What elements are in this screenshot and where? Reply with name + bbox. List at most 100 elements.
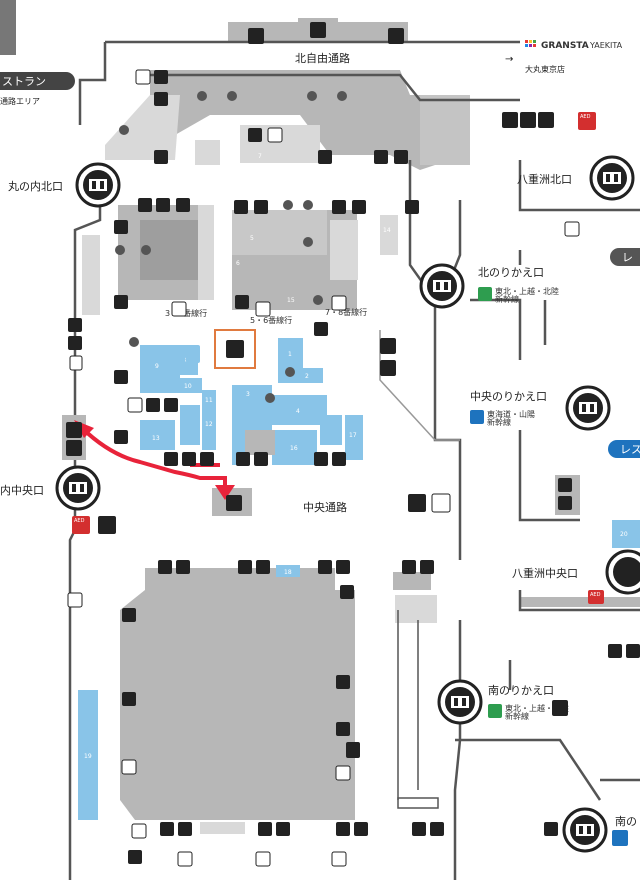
top-left-bar (0, 0, 16, 55)
minami-edge-label: 南の (615, 815, 637, 828)
toilet-marker-icon (119, 125, 129, 135)
restaurant-pill (0, 72, 75, 90)
stairs-icon (336, 822, 350, 836)
north-transfer-title: 北のりかえ口 (478, 266, 544, 279)
wall-north-inner (150, 73, 520, 102)
shop-no-12: 12 (205, 421, 213, 428)
escalator-icon (354, 822, 368, 836)
edge-pill-2 (608, 440, 640, 458)
shop-no-1: 1 (288, 351, 292, 358)
gray-mid-block (245, 430, 275, 455)
escalator-icon (314, 322, 328, 336)
elevator-icon (171, 301, 187, 317)
blue-shop-1 (278, 338, 303, 368)
escalator-icon (380, 360, 396, 376)
right-tall-block (380, 215, 398, 255)
wall-right-8 (518, 590, 640, 612)
restroom-icon (502, 112, 518, 128)
north-transfer-line1: 東北・上越・北陸 (495, 286, 559, 296)
elevator-icon (331, 851, 347, 867)
labels: 北自由通路 中央通路 ストラン 通路エリア GRANSTA YAEKITA → … (0, 40, 640, 828)
toilet-marker-icon (265, 393, 275, 403)
blue-shop-mid (320, 415, 342, 445)
yaesu-central-label: 八重洲中央口 (512, 566, 578, 580)
platform-56-label: 5・6番線行 (250, 315, 292, 325)
stairs-icon (160, 822, 174, 836)
exit-gate-icon (589, 155, 635, 201)
stairs-icon (336, 722, 350, 736)
logo-square-4 (525, 44, 528, 47)
aed-label: AED (590, 592, 601, 598)
escalator-icon (114, 220, 128, 234)
escalator-icon (420, 560, 434, 574)
stairs-icon (146, 398, 160, 412)
escalator-icon (176, 198, 190, 212)
toilet-marker-icon (313, 295, 323, 305)
shop-no-6: 6 (236, 260, 240, 267)
information-icon (98, 516, 116, 534)
route-arrow (80, 426, 227, 494)
south-transfer-line1: 東北・上越・北陸 (505, 703, 569, 713)
exit-gate-icon (55, 465, 101, 511)
logo-square-2 (529, 40, 532, 43)
stairs-icon (374, 150, 388, 164)
stairs-icon (164, 452, 178, 466)
wall-right-7 (518, 430, 580, 522)
aed-label: AED (580, 114, 591, 120)
stairs-icon (267, 127, 283, 143)
edge-pill-1 (610, 248, 640, 266)
exit-gate-icon (565, 385, 611, 431)
left-side-strip (82, 235, 100, 315)
elevator-icon (67, 592, 83, 608)
escalator-icon (114, 295, 128, 309)
brand-name: GRANSTA (541, 41, 589, 51)
logo-square-6 (533, 44, 536, 47)
highlight-box (214, 329, 256, 369)
escalator-icon (405, 200, 419, 214)
escalator-icon (122, 608, 136, 622)
logo-square-5 (529, 44, 532, 47)
blue-shop-3 (232, 385, 272, 430)
center-upper-inner (232, 210, 327, 255)
blue-shop-18 (276, 565, 300, 577)
north-band-right (420, 95, 470, 165)
marunouchi-central-label: 内中央口 (0, 483, 44, 497)
shop-no-15: 15 (287, 297, 295, 304)
elevator-icon (177, 851, 193, 867)
south-transfer-title: 南のりかえ口 (488, 684, 554, 697)
stairs-icon (158, 560, 172, 574)
information-icon (408, 494, 426, 512)
blue-shop-4 (272, 395, 327, 425)
center-pillar (395, 595, 437, 623)
elevator-icon (431, 493, 451, 513)
stairs-icon (314, 452, 328, 466)
restroom-icon (552, 700, 568, 716)
marunouchi-north-label: 丸の内北口 (8, 179, 63, 193)
elevator-icon (335, 765, 351, 781)
escalator-icon (254, 200, 268, 214)
blue-shop-16 (272, 430, 317, 465)
shop-no-16: 16 (290, 445, 298, 452)
daimaru-label: 大丸東京店 (525, 64, 565, 74)
aed-icon (578, 112, 596, 130)
blue-shop-11 (202, 390, 216, 450)
stairs-icon (310, 22, 326, 38)
escalator-icon (226, 340, 244, 358)
route-arrow-head-2 (215, 485, 235, 500)
stairs-icon (68, 336, 82, 350)
left-upper-strip (198, 205, 214, 300)
stairs-icon (332, 200, 346, 214)
escalator-icon (200, 452, 214, 466)
exit-gate-icon (75, 162, 121, 208)
central-transfer-line1: 東海道・山陽 (487, 409, 535, 419)
central-transfer-line2: 新幹線 (487, 417, 511, 427)
escalator-icon (248, 128, 262, 142)
wheelchair-icon (154, 70, 168, 84)
restroom-icon (135, 69, 151, 85)
shop-no-11: 11 (205, 397, 213, 404)
toilet-marker-icon (129, 337, 139, 347)
escalator-icon (318, 150, 332, 164)
stairs-icon (258, 822, 272, 836)
central-transfer-title: 中央のりかえ口 (470, 390, 547, 403)
